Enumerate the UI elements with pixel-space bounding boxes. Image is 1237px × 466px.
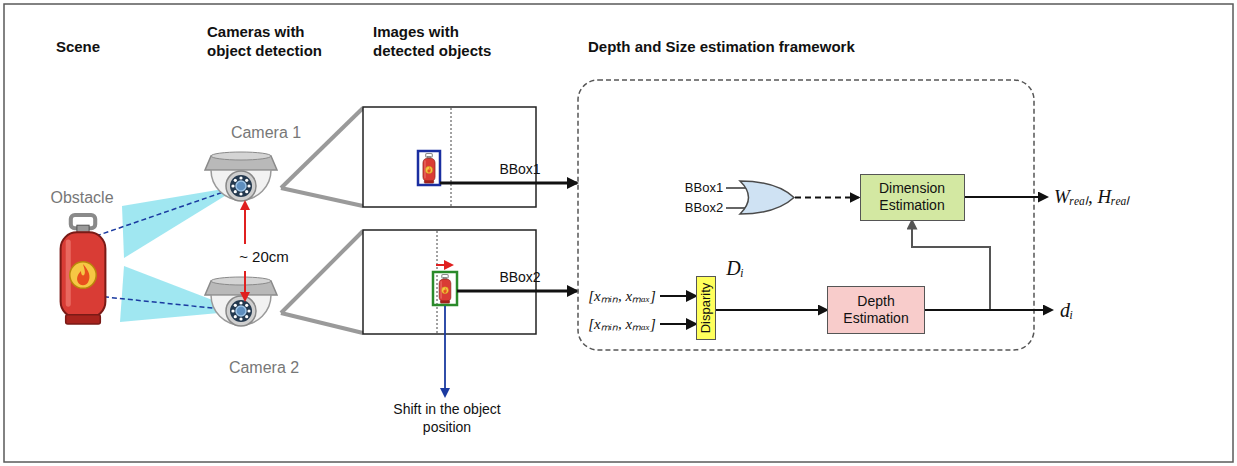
text-label: Wᵣₑₐₗ, Hᵣₑₐₗ (1054, 185, 1129, 209)
bbox-arrows (440, 183, 577, 291)
box-label: Disparity (698, 283, 714, 334)
box-label: Depth Estimation (834, 293, 918, 327)
text-label: BBox1 (499, 161, 540, 179)
interval-arrows (660, 296, 696, 324)
outer-frame (4, 4, 1233, 462)
camera-image (363, 230, 536, 396)
dashed-arrow (795, 197, 859, 199)
text-label: Depth and Size estimation framework (588, 38, 855, 57)
text-label: [xₘᵢₙ, xₘₐₓ] (588, 315, 656, 334)
text-label: Scene (56, 38, 100, 57)
dome-camera (205, 277, 277, 326)
box-label: Dimension Estimation (867, 180, 958, 214)
text-label: Camera 1 (231, 123, 301, 143)
text-label: BBox1 (685, 180, 723, 196)
rotated-process-box: Disparity (696, 276, 716, 340)
connector-arrow (716, 309, 827, 311)
dome-camera (205, 152, 277, 201)
text-label: Shift in the object position (377, 401, 517, 436)
text-label: Obstacle (50, 188, 113, 208)
text-label: dᵢ (1060, 298, 1073, 323)
output-arrow (925, 309, 1052, 311)
process-box: Dimension Estimation (860, 174, 965, 221)
or-gate (726, 181, 794, 214)
text-label: Camera 2 (229, 358, 299, 378)
edge-label: Dᵢ (724, 257, 746, 280)
text-label: Cameras with object detection (207, 23, 337, 61)
output-arrow (965, 196, 1048, 198)
text-label: ~ 20cm (239, 248, 289, 267)
text-label: BBox2 (499, 269, 540, 287)
text-label: BBox2 (685, 200, 723, 216)
gas-cylinder (61, 215, 106, 324)
text-label: Images with detected objects (373, 23, 503, 61)
camera-view-lines (281, 108, 363, 333)
process-box: Depth Estimation (827, 286, 925, 334)
text-label: [xₘᵢₙ, xₘₐₓ] (588, 287, 656, 306)
camera-image (363, 107, 536, 207)
